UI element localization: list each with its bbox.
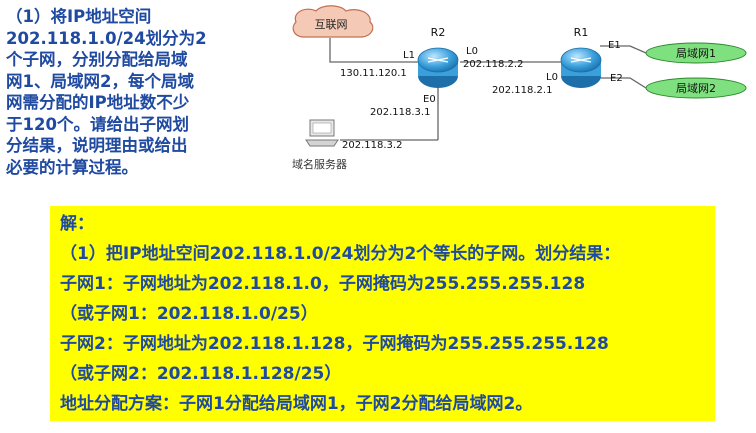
question-line: 网需分配的IP地址数不少 [6, 93, 190, 112]
r1-e1-port: E1 [608, 40, 621, 51]
internet-label: 互联网 [315, 18, 348, 31]
answer-heading: 解： [60, 214, 94, 234]
question-line: 分结果，说明理由或给出 [6, 136, 188, 155]
question-text: （1）将IP地址空间 202.118.1.0/24划分为2 个子网，分别分配给局… [6, 6, 268, 178]
r2-l0-ip: 202.118.2.2 [463, 59, 523, 70]
question-line: 于120个。请给出子网划 [6, 114, 189, 134]
dns-label: 域名服务器 [292, 157, 347, 171]
router-r2-icon [417, 47, 459, 88]
link-r1-lan2 [600, 77, 647, 89]
answer-box: 解： （1）把IP地址空间202.118.1.0/24划分为2个等长的子网。划分… [50, 206, 715, 421]
internet-cloud-icon [292, 5, 374, 38]
question-line: 网1、局域网2，每个局域 [6, 71, 194, 91]
r1-l0-ip: 202.118.2.1 [492, 85, 552, 96]
r2-e0-port: E0 [423, 94, 436, 105]
router-r1-icon [560, 47, 602, 88]
answer-line: （或子网2：202.118.1.128/25） [60, 364, 342, 384]
answer-line: 子网1：子网地址为202.118.1.0，子网掩码为255.255.255.12… [60, 274, 586, 294]
router-r2-label: R2 [431, 26, 446, 39]
r2-l1-port: L1 [403, 50, 415, 61]
question-line: （1）将IP地址空间 [6, 7, 152, 26]
dns-server-icon [305, 119, 339, 147]
r1-l0-port: L0 [546, 72, 558, 83]
link-r1-lan1 [600, 45, 647, 54]
r2-l0-port: L0 [466, 46, 478, 57]
answer-line: 地址分配方案：子网1分配给局域网1，子网2分配给局域网2。 [60, 394, 533, 414]
dns-ip: 202.118.3.2 [342, 140, 402, 151]
question-line: 必要的计算过程。 [6, 157, 138, 177]
lan2-shape [645, 77, 747, 99]
lan2-label: 局域网2 [676, 82, 716, 95]
r2-e0-ip: 202.118.3.1 [370, 107, 430, 118]
network-links [329, 38, 647, 141]
question-line: 个子网，分别分配给局域 [6, 50, 188, 69]
answer-line: 子网2：子网地址为202.118.1.128，子网掩码为255.255.255.… [60, 334, 609, 354]
r1-e2-port: E2 [610, 73, 623, 84]
answer-line: （或子网1：202.118.1.0/25） [60, 304, 318, 324]
r2-l1-ip: 130.11.120.1 [340, 68, 407, 79]
link-internet-r2 [329, 38, 418, 63]
lan1-shape [645, 42, 747, 64]
lan1-label: 局域网1 [676, 47, 716, 60]
router-r1-label: R1 [574, 26, 589, 39]
answer-line: （1）把IP地址空间202.118.1.0/24划分为2个等长的子网。划分结果： [60, 244, 621, 264]
network-diagram: 互联网 R2 R1 L1 130.11.120.1 L0 202.118.2.2… [292, 5, 747, 171]
question-line: 202.118.1.0/24划分为2 [6, 28, 207, 48]
